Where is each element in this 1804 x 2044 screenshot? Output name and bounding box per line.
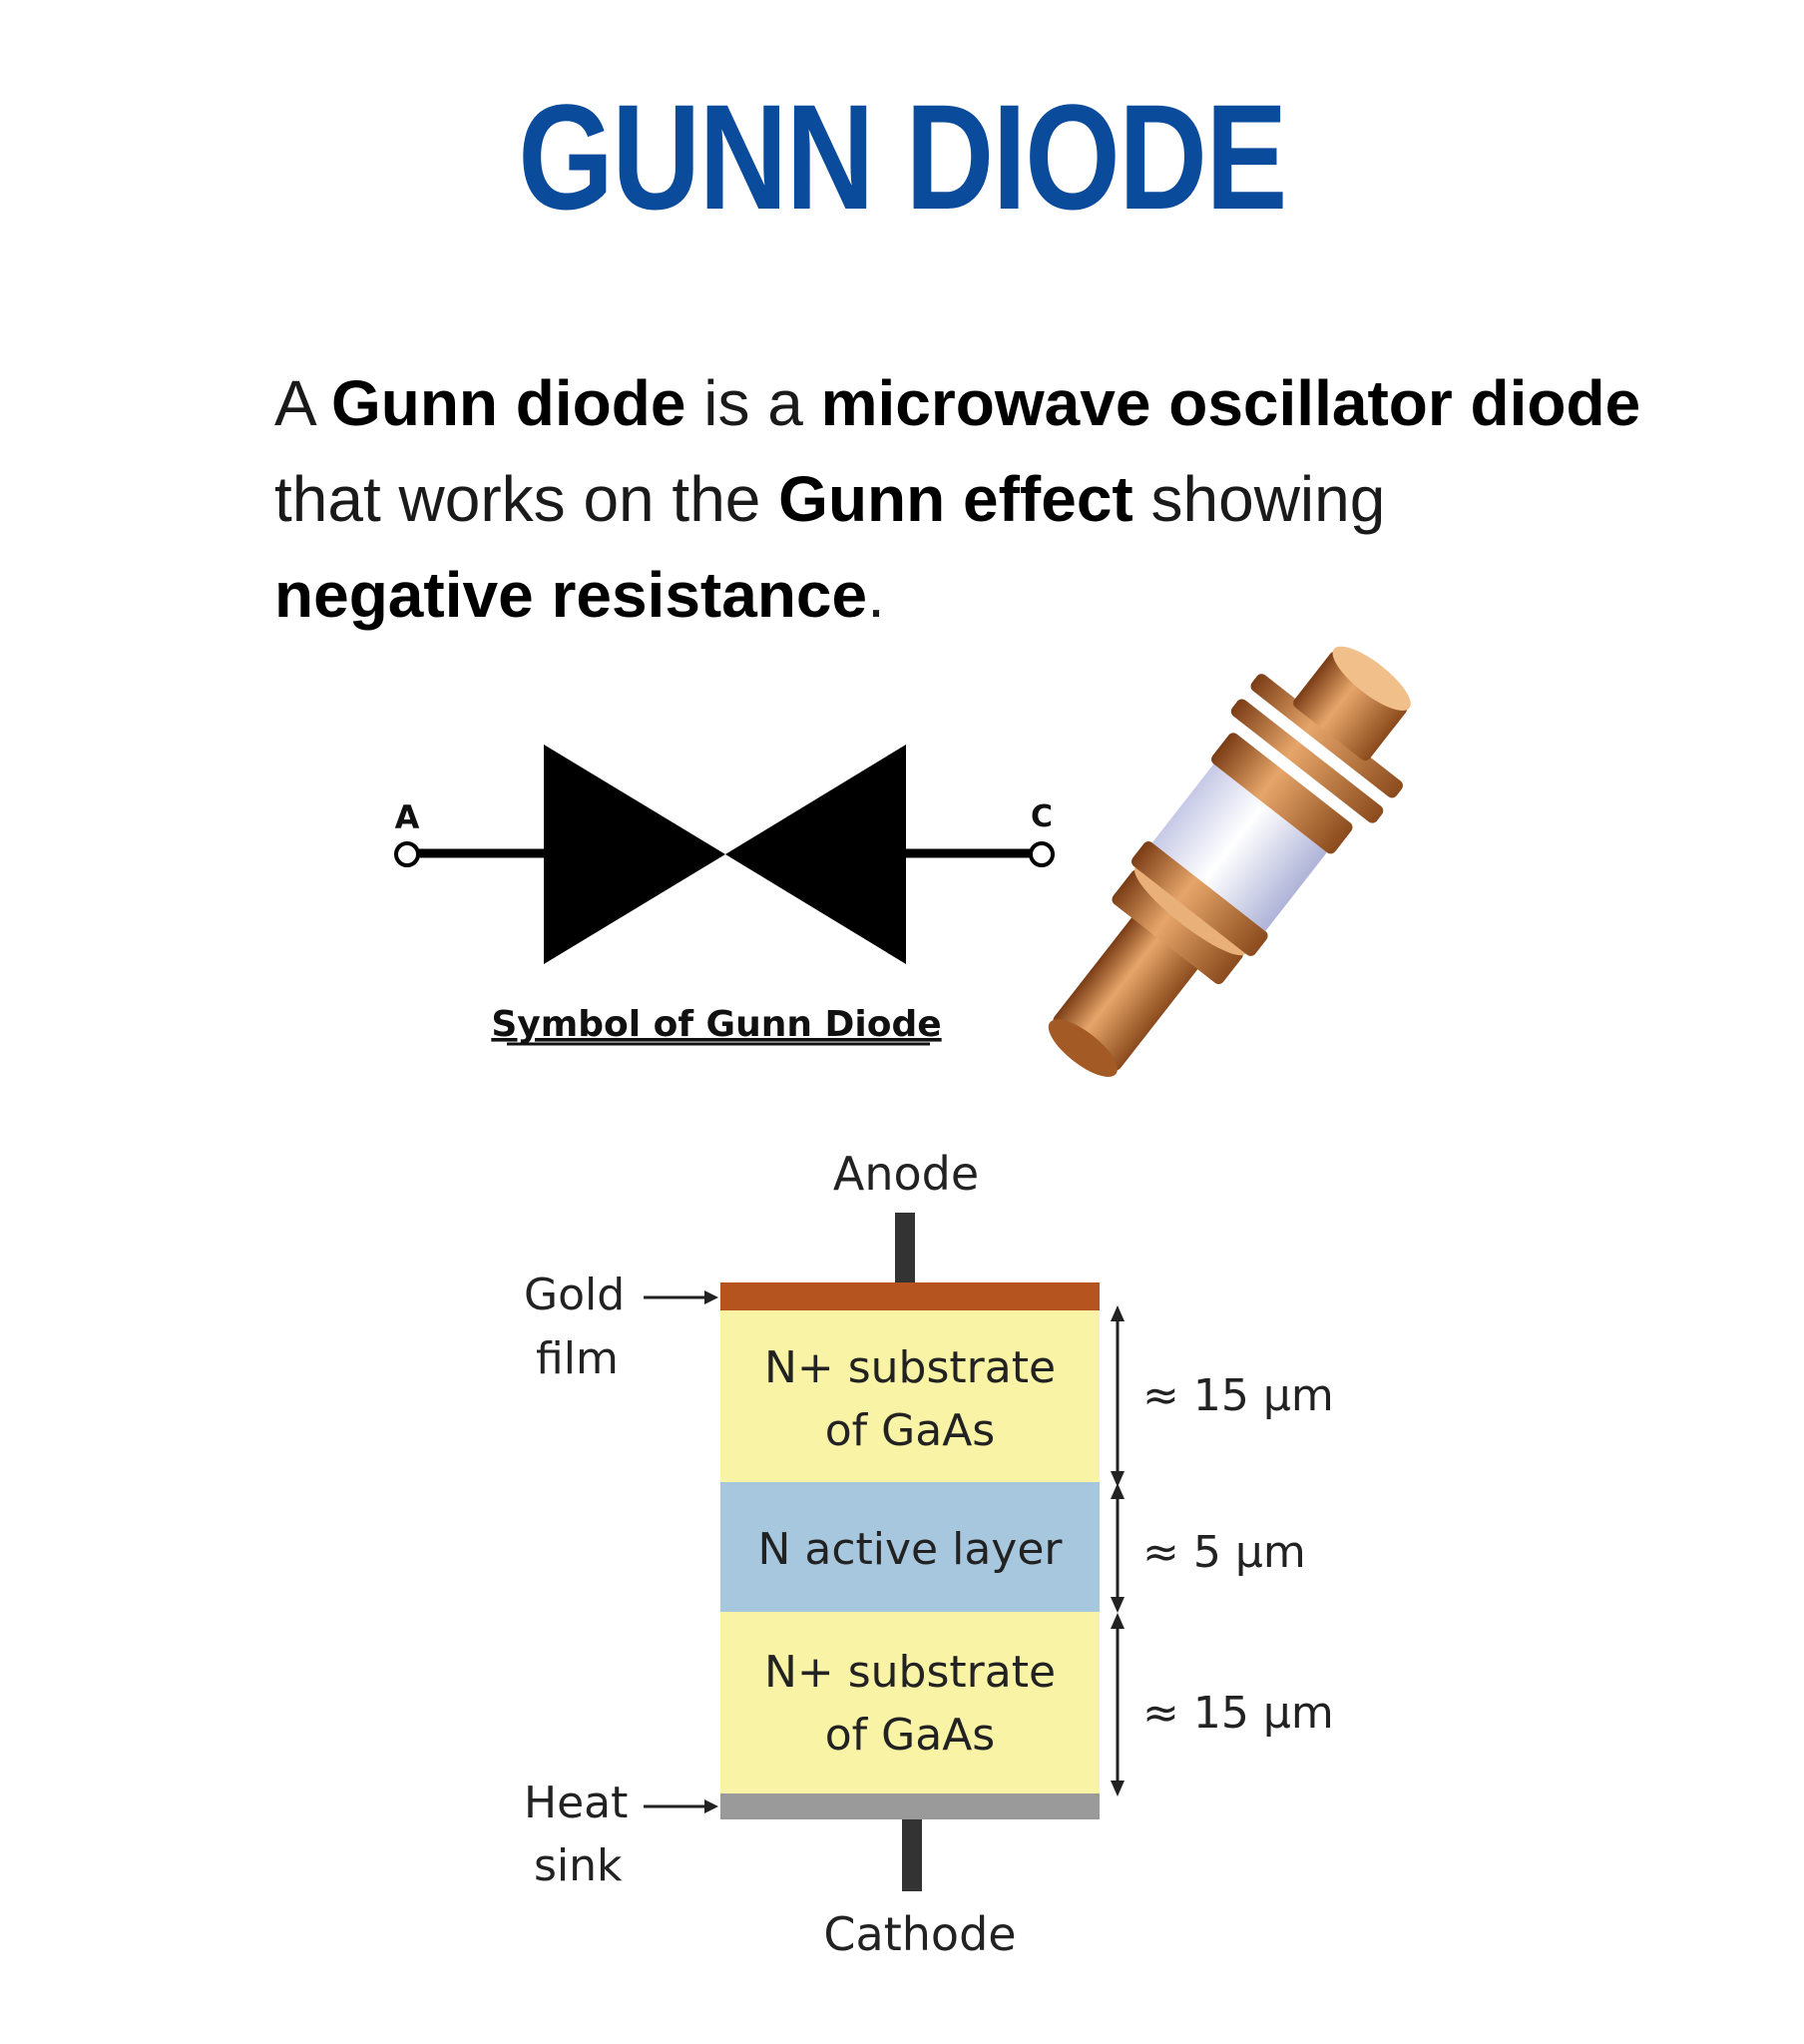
- symbol-group: A C Symbol of Gunn Diode: [394, 745, 1055, 1046]
- gold-film-layer: [720, 1282, 1100, 1310]
- layer-bottom-substrate-line2: of GaAs: [825, 1710, 995, 1761]
- gold-film-label-line1: Gold: [524, 1270, 625, 1320]
- thickness-top-label: ≈ 15 μm: [1142, 1370, 1334, 1421]
- layer-top-substrate-line1: N+ substrate: [764, 1342, 1056, 1393]
- layer-top-substrate: [720, 1310, 1100, 1482]
- layer-active: [720, 1482, 1100, 1612]
- intro-text-2: is a: [685, 367, 821, 439]
- thickness-dimension-bottom: [1111, 1613, 1125, 1796]
- layer-active-label: N active layer: [757, 1524, 1063, 1575]
- left-triangle: [544, 745, 725, 964]
- heat-sink-layer: [720, 1793, 1100, 1819]
- thickness-dimension-top: [1111, 1305, 1125, 1487]
- gold-film-label-line2: film: [536, 1333, 619, 1384]
- heat-sink-label-line1: Heat: [524, 1778, 628, 1828]
- layer-structure-diagram: Anode Cathode N+ substrate of GaAs N act…: [524, 1147, 1334, 1961]
- anode-terminal-label: A: [395, 798, 420, 836]
- cathode-label: Cathode: [823, 1907, 1016, 1961]
- intro-paragraph: A Gunn diode is a microwave oscillator d…: [274, 355, 1651, 643]
- symbol-caption: Symbol of Gunn Diode: [491, 1004, 941, 1045]
- anode-terminal-circle: [394, 841, 420, 867]
- intro-term-microwave-oscillator: microwave oscillator diode: [820, 367, 1641, 439]
- anode-label: Anode: [833, 1147, 979, 1201]
- cathode-terminal-label: C: [1031, 799, 1053, 834]
- page-title: GUNN DIODE: [518, 73, 1287, 241]
- right-triangle: [725, 745, 906, 964]
- anode-lead-bar: [895, 1213, 915, 1284]
- cathode-terminal-circle: [1029, 841, 1055, 867]
- layer-top-substrate-line2: of GaAs: [825, 1405, 995, 1456]
- layer-bottom-substrate-line1: N+ substrate: [764, 1647, 1056, 1698]
- thickness-dimension-middle: [1111, 1483, 1125, 1613]
- intro-text-3: that works on the: [274, 463, 779, 535]
- intro-text-1: A: [274, 367, 331, 439]
- intro-term-gunn-diode: Gunn diode: [330, 367, 686, 439]
- heat-sink-label-line2: sink: [534, 1840, 623, 1891]
- intro-term-negative-resistance: negative resistance: [274, 559, 868, 631]
- thickness-bottom-label: ≈ 15 μm: [1142, 1688, 1334, 1739]
- heat-sink-arrowhead: [704, 1799, 718, 1813]
- intro-text-5: .: [867, 559, 885, 631]
- thickness-middle-label: ≈ 5 μm: [1142, 1527, 1306, 1578]
- intro-text-4: showing: [1132, 463, 1386, 535]
- layer-bottom-substrate: [720, 1612, 1100, 1793]
- gunn-diode-package-illustration: [1048, 646, 1411, 1077]
- gold-film-arrowhead: [704, 1290, 718, 1304]
- cathode-lead-bar: [902, 1819, 922, 1891]
- intro-term-gunn-effect: Gunn effect: [778, 463, 1133, 535]
